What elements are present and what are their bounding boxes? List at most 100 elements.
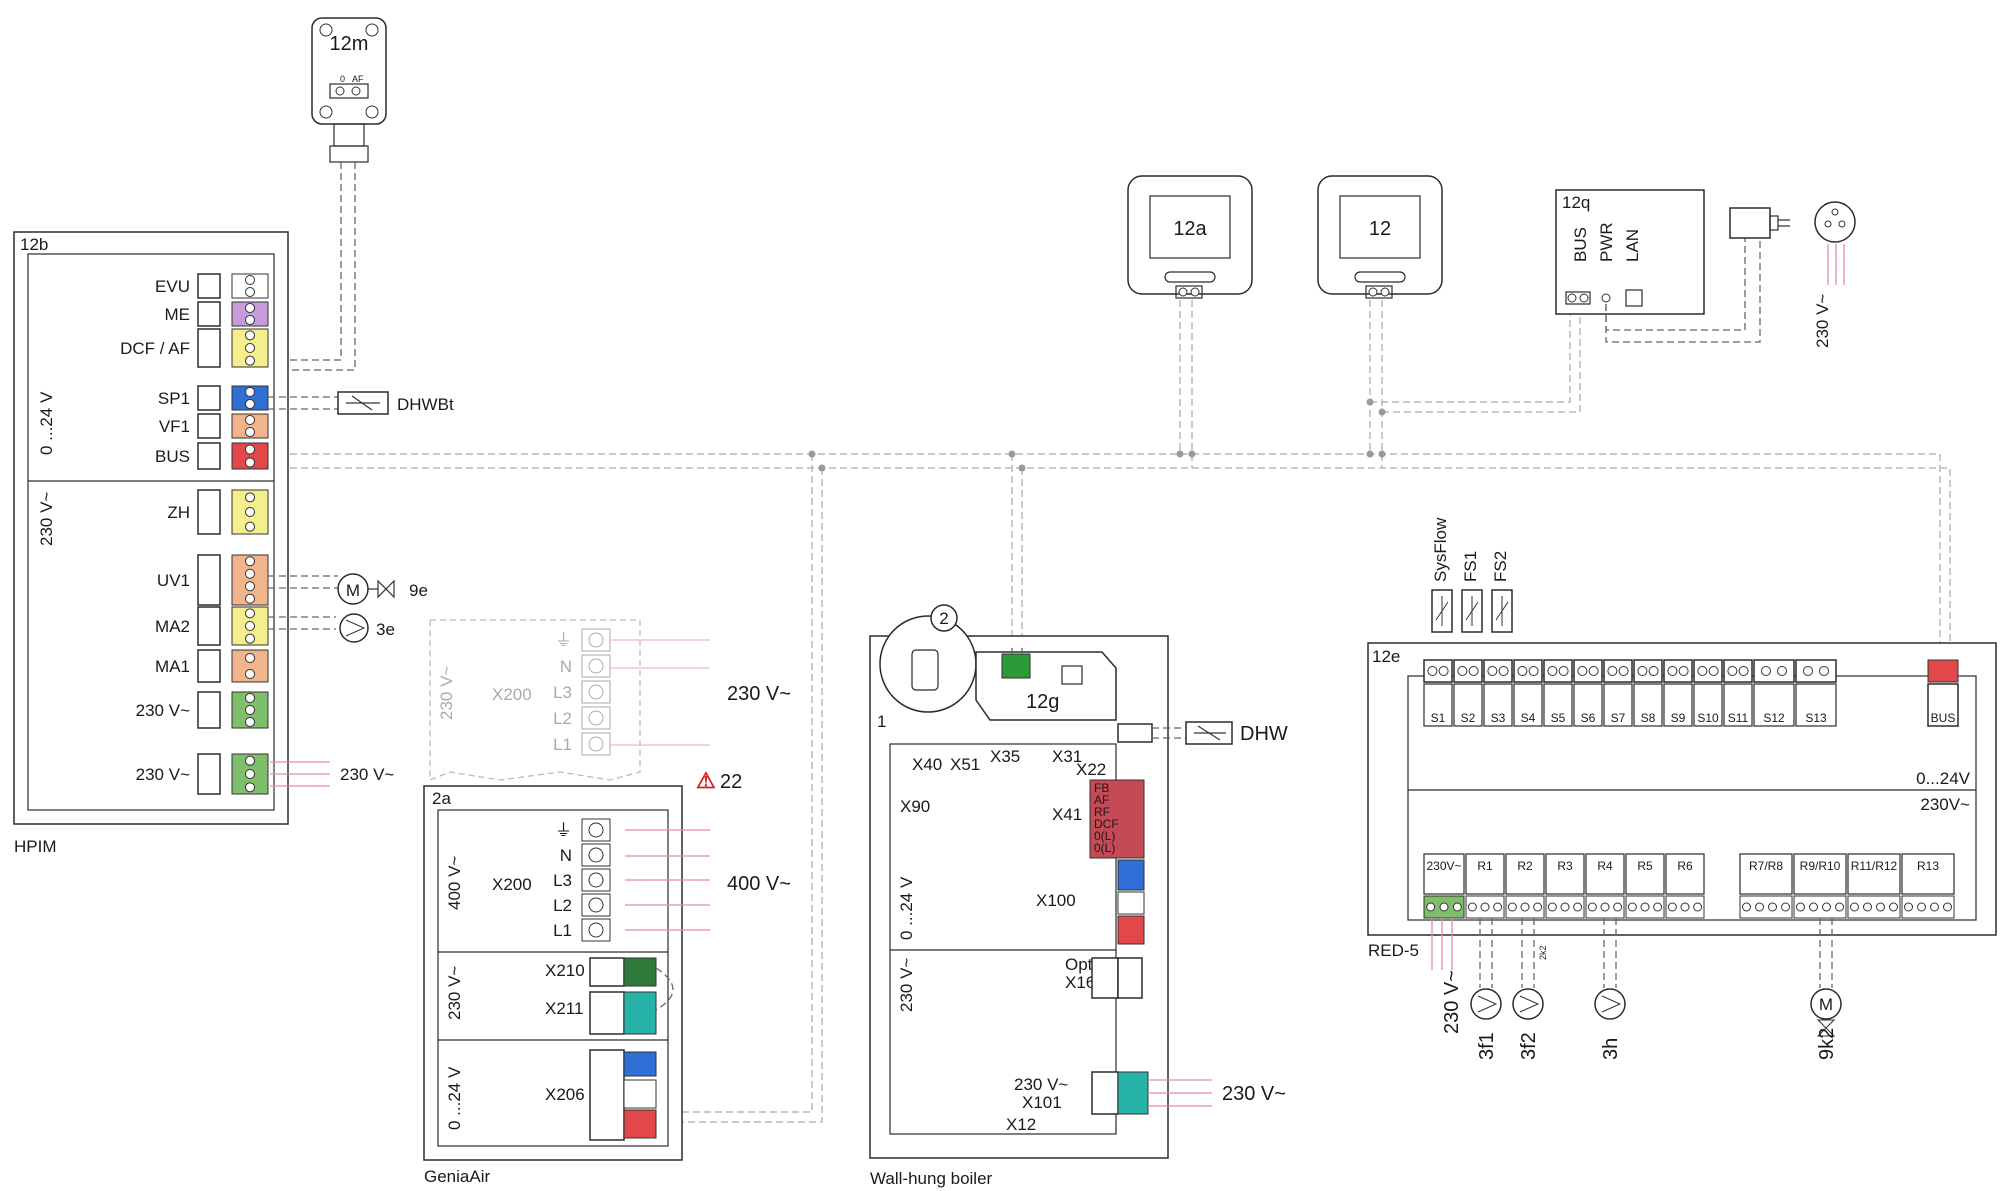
red5-device-label: 9k2 <box>1816 1028 1838 1060</box>
terminal-screw <box>245 669 255 679</box>
red5-input-terminal <box>1483 659 1513 683</box>
red5-output-terminal <box>1739 895 1793 919</box>
terminal-screw <box>588 632 604 648</box>
hpim-voltage-high: 230 V~ <box>37 492 56 546</box>
hpim-row-cell <box>197 385 221 411</box>
terminal-screw <box>1742 902 1751 912</box>
terminal-screw <box>245 621 255 631</box>
red5-input-label: S6 <box>1581 711 1596 725</box>
boiler-name: Wall-hung boiler <box>870 1169 993 1188</box>
terminal-screw <box>1693 902 1703 912</box>
device-wires <box>1521 918 1535 988</box>
red5-bus-label: BUS <box>1931 711 1956 725</box>
terminal-screw <box>1498 666 1509 676</box>
boiler-id: 1 <box>877 712 886 731</box>
hpim-name: HPIM <box>14 837 57 856</box>
red5-input-cell <box>1483 683 1513 727</box>
red5-input-cell <box>1723 683 1753 727</box>
red5-output-cell <box>1665 853 1705 895</box>
terminal-screw <box>245 457 255 468</box>
module-number: 2 <box>939 609 948 628</box>
terminal-screw <box>1761 666 1771 676</box>
red5-input-label: S10 <box>1697 711 1719 725</box>
hpim-row-cell <box>197 413 221 439</box>
x41-pin: DCF <box>1094 817 1119 831</box>
terminal-screw <box>588 736 604 752</box>
red5-output-cell <box>1423 853 1465 895</box>
red5-input-label: S11 <box>1728 711 1749 725</box>
red5-output-label: R11/R12 <box>1851 859 1898 873</box>
terminal-screw <box>1876 902 1885 912</box>
terminal-screw <box>1803 666 1813 676</box>
x200-label: X200 <box>492 875 532 894</box>
boiler-connector-x35: X35 <box>990 747 1020 766</box>
red5-output-label: 230V~ <box>1426 859 1461 873</box>
boiler-voltage-high: 230 V~ <box>897 958 916 1012</box>
hpim-peripherals: DHWBt M 9e 3e <box>268 391 454 643</box>
red5-output-label: R6 <box>1677 859 1693 873</box>
terminal-screw <box>1487 666 1498 676</box>
red5-input-terminal <box>1543 659 1573 683</box>
terminal-screw <box>245 717 255 727</box>
x200-top-voltage: 230 V~ <box>437 666 456 720</box>
terminal-screw <box>245 633 255 644</box>
terminal-screw <box>1863 902 1872 912</box>
red5-output-cell <box>1793 853 1847 895</box>
hpim-id: 12b <box>20 235 48 254</box>
x200-terminal-label: L2 <box>553 709 572 728</box>
terminal-screw <box>1573 902 1583 912</box>
terminal-screw <box>1727 666 1738 676</box>
hpim-row-label: DCF / AF <box>120 339 190 358</box>
valve-icon <box>1816 1019 1836 1037</box>
sensor-symbol <box>1435 596 1449 626</box>
terminal-screw <box>1547 666 1558 676</box>
hpim-row-label: MA2 <box>155 617 190 636</box>
terminal-screw <box>245 593 255 604</box>
hpim-row-label: 230 V~ <box>136 701 190 720</box>
hpim-row-label: BUS <box>155 447 190 466</box>
hpim-row-cell <box>197 489 221 535</box>
boiler-connector-x22: X22 <box>1076 760 1106 779</box>
terminal-screw <box>1653 902 1663 912</box>
red5-input-terminal <box>1795 659 1837 683</box>
device-wires <box>1819 918 1833 988</box>
terminal-screw <box>245 507 255 517</box>
hpim-supply: 230 V~ <box>340 765 394 784</box>
red5-output-label: R7/R8 <box>1749 859 1783 873</box>
terminal-screw <box>588 822 604 838</box>
terminal-screw <box>1667 666 1678 676</box>
terminal-screw <box>1777 666 1787 676</box>
red5-input-label: S3 <box>1491 711 1506 725</box>
red5-input-cell <box>1603 683 1633 727</box>
x200-top-supply: 230 V~ <box>727 683 791 705</box>
red5-output-label: R3 <box>1557 859 1573 873</box>
terminal-screw <box>245 444 255 455</box>
hpim-row-cell <box>197 328 221 368</box>
svg-text:0: 0 <box>340 74 345 84</box>
terminal-screw <box>588 710 604 726</box>
x101-voltage: 230 V~ <box>1014 1075 1068 1094</box>
red5-sensor-label: FS2 <box>1491 551 1510 582</box>
terminal-screw <box>1708 666 1719 676</box>
x200-supply: 400 V~ <box>727 873 791 895</box>
terminal-screw <box>1528 666 1539 676</box>
geniaair-voltage-low: 0 ...24 V <box>445 1066 464 1130</box>
boiler-connector-x51: X51 <box>950 755 980 774</box>
gateway-port-bus: BUS <box>1571 227 1590 262</box>
terminal-screw <box>1637 666 1648 676</box>
terminal-screw <box>1917 902 1926 912</box>
ma2-pump-label: 3e <box>376 620 395 639</box>
terminal-screw <box>588 897 604 913</box>
geniaair-id: 2a <box>432 789 451 808</box>
terminal-screw <box>245 693 255 703</box>
svg-text:AF: AF <box>352 74 364 84</box>
terminal-screw <box>1533 902 1543 912</box>
terminal-screw <box>245 521 255 532</box>
x41-pin: FB <box>1094 781 1109 795</box>
x101-label: X101 <box>1022 1093 1062 1112</box>
terminal-screw <box>1600 902 1610 912</box>
controller-12-label: 12 <box>1369 218 1391 240</box>
